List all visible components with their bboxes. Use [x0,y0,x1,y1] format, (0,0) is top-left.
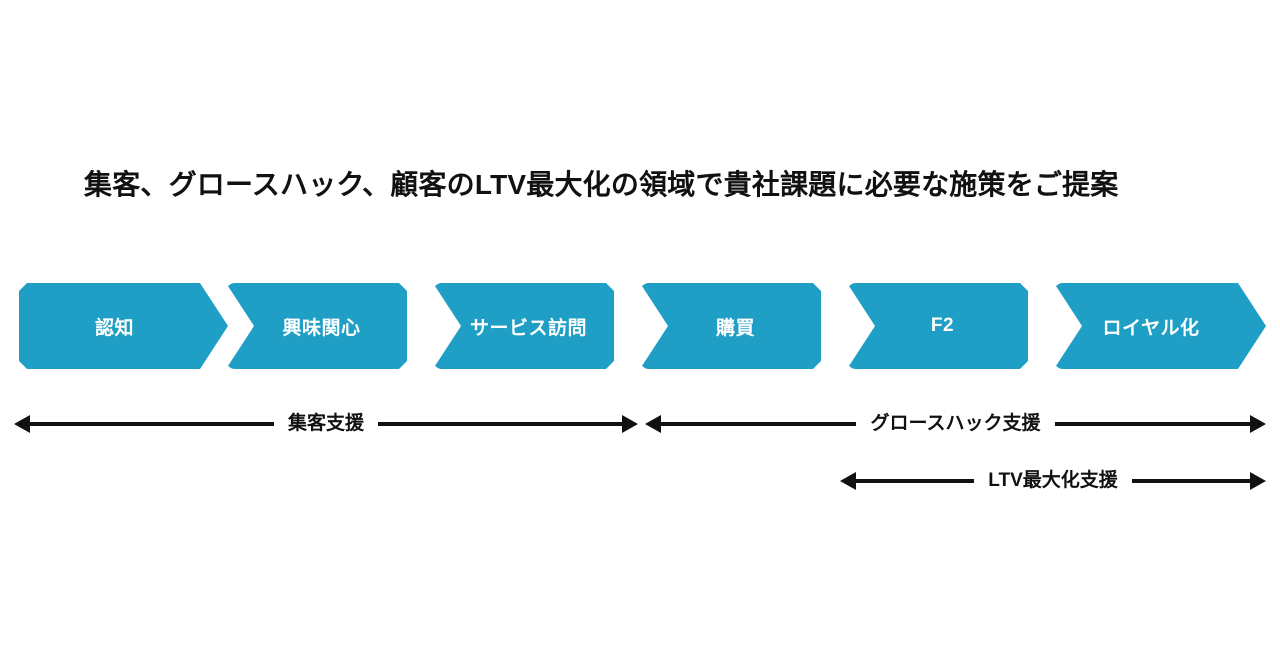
arrow-head-right-icon [1250,472,1267,490]
arrow-head-left-icon [645,415,661,433]
page-title: 集客、グロースハック、顧客のLTV最大化の領域で貴社課題に必要な施策をご提案 [84,169,1119,200]
arrow-shaft [378,422,623,426]
funnel-stage-label: サービス訪問 [469,317,587,339]
customer-journey-funnel: 認知 興味関心 サービス訪問 購買 F2 ロイヤル化 [0,283,1280,369]
funnel-stage-label: F2 [930,315,955,336]
support-range-ltv-max: LTV最大化支援 [840,466,1267,496]
funnel-stage-f2[interactable]: F2 [847,283,1028,369]
funnel-stage-label: 興味関心 [282,317,361,339]
arrow-shaft [30,422,274,426]
arrow-shaft [661,422,857,426]
arrow-head-left-icon [840,472,856,490]
arrow-shaft [1131,479,1251,483]
support-range-label: グロースハック支援 [870,413,1041,434]
arrow-head-right-icon [1250,415,1266,433]
arrow-shaft [856,479,975,483]
arrow-head-right-icon [622,415,639,433]
arrow-head-left-icon [14,415,30,433]
arrow-shaft [1054,422,1250,426]
funnel-stage-loyal[interactable]: ロイヤル化 [1054,283,1266,369]
support-range-growth-hack: グロースハック支援 [645,409,1266,439]
funnel-stage-awareness[interactable]: 認知 [19,283,228,369]
support-range-label: LTV最大化支援 [988,470,1118,491]
funnel-stage-label: 購買 [715,317,755,339]
funnel-stage-purchase[interactable]: 購買 [640,283,821,369]
support-range-acquisition: 集客支援 [14,409,639,439]
support-range-label: 集客支援 [288,413,365,434]
funnel-stage-service-visit[interactable]: サービス訪問 [433,283,614,369]
funnel-stage-interest[interactable]: 興味関心 [226,283,407,369]
funnel-stage-label: ロイヤル化 [1102,317,1200,339]
funnel-stage-label: 認知 [94,317,134,339]
